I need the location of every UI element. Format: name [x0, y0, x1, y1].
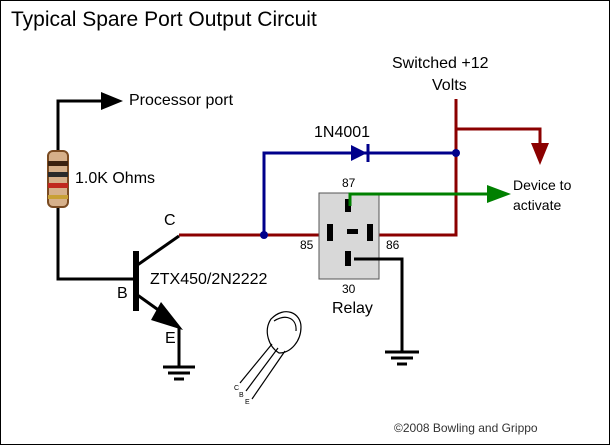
wire-diode-branch [262, 151, 456, 235]
pinout-e: E [245, 399, 250, 406]
wire-to-device-12v [456, 127, 542, 143]
label-base: B [117, 285, 128, 302]
label-activate: activate [513, 197, 562, 213]
label-diode: 1N4001 [314, 124, 371, 141]
copyright-notice: ©2008 Bowling and Grippo [394, 421, 538, 435]
wire-switched-12v [379, 99, 458, 237]
arrow-to-device [531, 143, 549, 165]
relay-pin-30: 30 [342, 282, 356, 296]
label-transistor-part: ZTX450/2N2222 [150, 271, 268, 288]
pinout-c: C [234, 385, 240, 392]
label-emitter: E [165, 330, 176, 347]
label-processor-port: Processor port [129, 92, 234, 109]
diode-symbol [351, 144, 370, 162]
wire-relay-30-ground [354, 257, 404, 351]
arrow-to-activate [487, 185, 511, 203]
resistor [47, 150, 69, 208]
ground-relay [385, 350, 419, 366]
label-device-to: Device to [513, 177, 572, 193]
label-relay: Relay [332, 300, 373, 317]
diagram-title: Typical Spare Port Output Circuit [11, 8, 317, 31]
label-volts: Volts [432, 77, 467, 94]
transistor-package-drawing [239, 311, 302, 400]
relay-pin-85: 85 [300, 238, 314, 252]
ground-emitter [163, 365, 195, 381]
transistor-symbol [133, 234, 183, 330]
label-switched-12v: Switched +12 [392, 55, 489, 72]
junction-dot-collector [260, 231, 268, 239]
wire-relay-87-output [348, 192, 491, 206]
relay-body [318, 192, 380, 280]
relay-pin-86: 86 [386, 238, 400, 252]
label-collector: C [164, 212, 176, 229]
arrow-to-processor-port [101, 92, 123, 110]
relay-pin-87: 87 [342, 176, 356, 190]
label-resistor-value: 1.0K Ohms [75, 170, 156, 187]
junction-dot-12v [452, 149, 460, 157]
pinout-b: B [239, 392, 244, 399]
wire-processor-to-resistor [56, 99, 105, 151]
wire-resistor-to-base [56, 206, 133, 281]
